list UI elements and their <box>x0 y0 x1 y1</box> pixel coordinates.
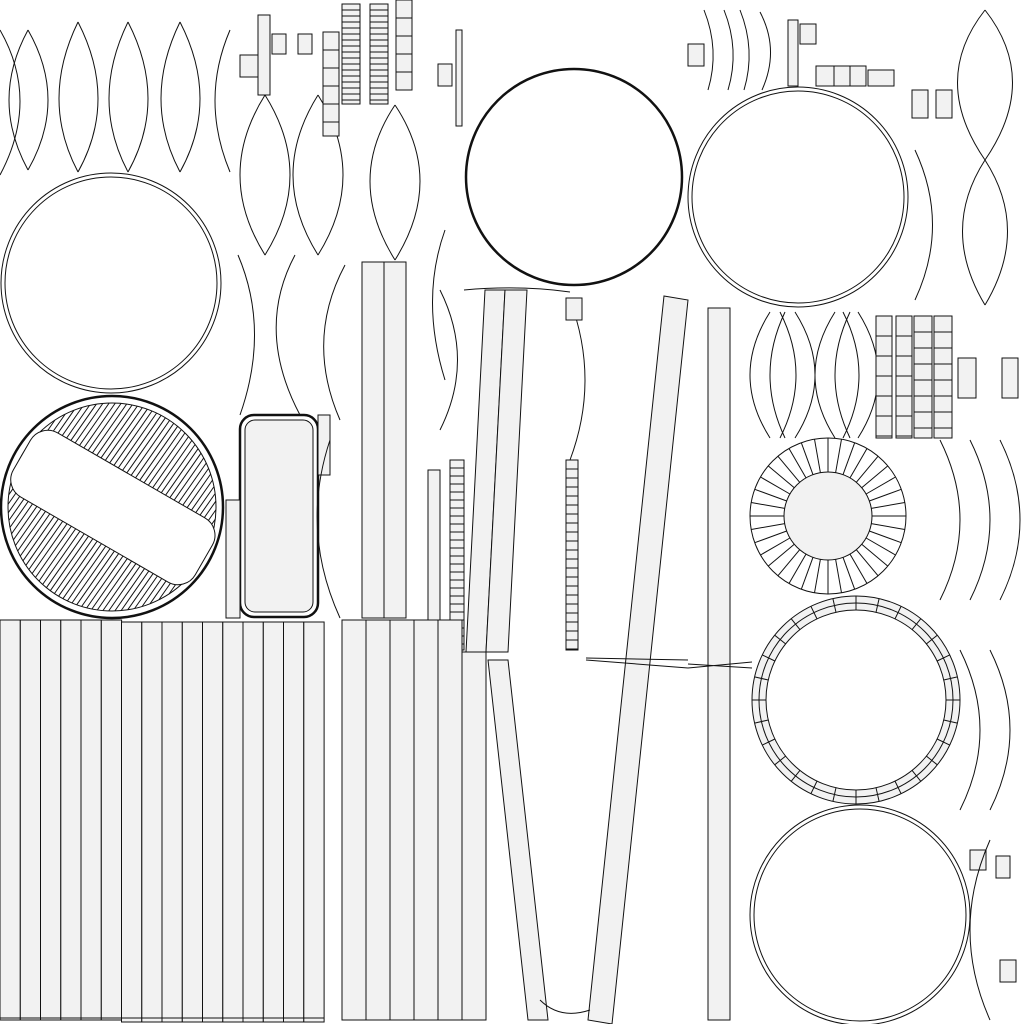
strip-column <box>303 621 325 1023</box>
striped-bars-top <box>239 0 463 137</box>
radial-spoke <box>861 465 889 489</box>
radial-spoke <box>788 553 807 584</box>
radial-spoke <box>800 557 814 590</box>
small-parts-bottom-right <box>969 839 1017 1021</box>
radial-spoke <box>814 439 821 473</box>
radial-spoke <box>767 543 795 567</box>
radial-spoke <box>754 530 787 544</box>
radial-spoke <box>751 523 785 530</box>
strip-column <box>262 621 285 1023</box>
radial-spoke <box>760 537 791 556</box>
disc-left-upper-inner <box>4 176 218 390</box>
radial-spoke <box>865 537 896 556</box>
segmented-ring <box>751 595 961 805</box>
disc-right-bottom-inner <box>753 808 967 1022</box>
strip-column <box>283 621 305 1023</box>
radial-spoke <box>751 502 785 509</box>
disc-left-upper <box>0 172 222 394</box>
block-column <box>933 315 953 439</box>
strip-column <box>341 619 367 1021</box>
block-column <box>875 315 893 439</box>
disc-right-bottom <box>749 804 971 1024</box>
radial-spoke <box>842 557 856 590</box>
radial-spoke <box>855 549 879 577</box>
radial-spoke <box>777 549 801 577</box>
ring-midline <box>758 602 954 798</box>
radial-spoke <box>767 465 795 489</box>
strip-column <box>19 619 42 1021</box>
hatched-disc-slot <box>10 429 216 586</box>
strip-column <box>121 621 143 1023</box>
radial-spoke <box>835 559 842 593</box>
strip-column <box>161 621 183 1023</box>
strip-column <box>60 619 82 1021</box>
radial-spoke <box>855 455 879 483</box>
radial-spoke <box>849 448 868 479</box>
disc-right-top <box>687 86 909 308</box>
lens-column-left-mid <box>237 94 458 431</box>
tall-strips-center <box>316 261 465 651</box>
strip-column <box>181 621 204 1023</box>
strip-column <box>141 621 163 1023</box>
block-column <box>895 315 913 439</box>
radial-spoke <box>760 476 791 495</box>
arched-segments-right <box>749 311 1019 439</box>
strip-column <box>222 621 244 1023</box>
strip-column <box>389 619 415 1021</box>
tilted-strips <box>463 287 753 1024</box>
strip-column <box>0 619 21 1021</box>
strip-column <box>413 619 439 1021</box>
small-parts-top-right <box>687 9 953 119</box>
radial-disc-segments <box>750 438 906 594</box>
radial-spoke <box>814 559 821 593</box>
radial-spoke <box>871 523 905 530</box>
strip-column <box>40 619 62 1021</box>
radial-spoke <box>849 553 868 584</box>
strip-column <box>437 619 463 1021</box>
strip-column <box>202 621 224 1023</box>
vertical-strips-bottom-mid <box>341 619 487 1021</box>
radial-disc <box>749 437 907 595</box>
disc-center-top <box>464 67 684 287</box>
radial-spoke <box>788 448 807 479</box>
strip-column <box>365 619 391 1021</box>
radial-spoke <box>835 439 842 473</box>
strip-column <box>100 619 123 1021</box>
block-column <box>913 315 933 439</box>
capsule-island <box>225 413 331 619</box>
segmented-ring-segments <box>752 596 960 804</box>
radial-spoke <box>871 502 905 509</box>
radial-spoke <box>754 488 787 502</box>
radial-spoke <box>842 442 856 475</box>
disc-right-top-inner <box>691 90 905 304</box>
vertical-strips-bottom-left <box>0 619 325 1023</box>
strip-column <box>461 651 487 1021</box>
hatched-disc <box>0 394 225 620</box>
lens-column-right <box>914 9 1021 811</box>
lens-row-top-left <box>0 21 231 176</box>
radial-spoke <box>869 488 902 502</box>
radial-spoke <box>869 530 902 544</box>
strip-column <box>80 619 102 1021</box>
radial-spoke <box>865 476 896 495</box>
strip-column <box>242 621 264 1023</box>
radial-spoke <box>800 442 814 475</box>
radial-spoke <box>777 455 801 483</box>
radial-spoke <box>861 543 889 567</box>
